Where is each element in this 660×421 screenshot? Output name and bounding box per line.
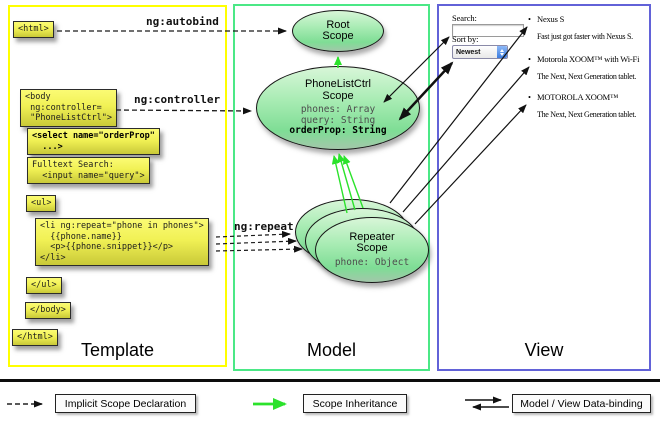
prop-phone: phone: Object xyxy=(334,256,410,268)
view-phone-item: • Motorola XOOM™ with Wi-Fi The Next, Nex… xyxy=(528,54,653,81)
view-phone-item: • MOTOROLA XOOM™ The Next, Next Generatio… xyxy=(528,92,653,119)
code-fulltext-input: Fulltext Search: <input name="query"> xyxy=(27,157,150,184)
label-ng-controller: ng:controller xyxy=(134,93,221,106)
bullet-icon: • xyxy=(528,14,531,24)
legend-implicit-scope: Implicit Scope Declaration xyxy=(55,394,196,413)
repeater-scope-ellipse-front: Repeater Scope phone: Object xyxy=(315,217,429,283)
legend-divider xyxy=(0,379,660,382)
prop-phones: phones: Array xyxy=(300,104,376,116)
repeater-scope-title: Repeater Scope xyxy=(349,230,395,255)
view-search-label: Search: xyxy=(452,13,477,23)
legend-scope-inheritance: Scope Inheritance xyxy=(303,394,407,413)
root-scope-ellipse: Root Scope xyxy=(292,10,384,52)
prop-orderprop: orderProp: String xyxy=(289,125,387,137)
label-ng-repeat: ng:repeat xyxy=(234,220,294,233)
legend-double-arrow-icon xyxy=(465,396,509,411)
model-heading: Model xyxy=(306,340,357,360)
view-sort-label: Sort by: xyxy=(452,34,479,44)
view-phone-item: • Nexus S Fast just got faster with Nexus… xyxy=(528,14,653,41)
root-scope-title: Root Scope xyxy=(322,18,354,42)
prop-query: query: String xyxy=(300,114,376,126)
code-body-open: <body ng:controller= "PhoneListCtrl"> xyxy=(20,89,117,127)
code-li-repeat: <li ng:repeat="phone in phones"> {{phone… xyxy=(35,218,209,266)
phonelistctrl-scope-title: PhoneListCtrl Scope xyxy=(304,78,372,102)
view-sort-select[interactable]: Newest xyxy=(452,45,508,59)
phone-desc: The Next, Next Generation tablet. xyxy=(537,72,636,81)
code-html-close: </html> xyxy=(12,329,58,346)
phonelistctrl-scope-ellipse: PhoneListCtrl Scope phones: Array query:… xyxy=(256,66,420,150)
code-html-open: <html> xyxy=(13,21,54,38)
code-ul-close: </ul> xyxy=(26,277,62,294)
model-column xyxy=(233,4,430,371)
legend-data-binding: Model / View Data-binding xyxy=(512,394,651,413)
select-stepper-icon xyxy=(497,46,507,58)
bullet-icon: • xyxy=(528,54,531,64)
label-ng-autobind: ng:autobind xyxy=(146,15,219,28)
phone-desc: The Next, Next Generation tablet. xyxy=(537,110,636,119)
phone-desc: Fast just got faster with Nexus S. xyxy=(537,32,633,41)
legend-dashed-arrow-icon xyxy=(7,400,43,408)
phone-title: Nexus S xyxy=(537,14,565,24)
view-sort-value: Newest xyxy=(456,48,481,56)
view-heading: View xyxy=(524,340,564,360)
code-select: <select name="orderProp" ...> xyxy=(27,128,160,155)
phone-title: MOTOROLA XOOM™ xyxy=(537,92,619,102)
phone-title: Motorola XOOM™ with Wi-Fi xyxy=(537,54,640,64)
legend-green-arrow-icon xyxy=(253,398,287,410)
bullet-icon: • xyxy=(528,92,531,102)
code-body-close: </body> xyxy=(25,302,71,319)
template-heading: Template xyxy=(80,340,155,360)
code-ul-open: <ul> xyxy=(26,195,57,212)
